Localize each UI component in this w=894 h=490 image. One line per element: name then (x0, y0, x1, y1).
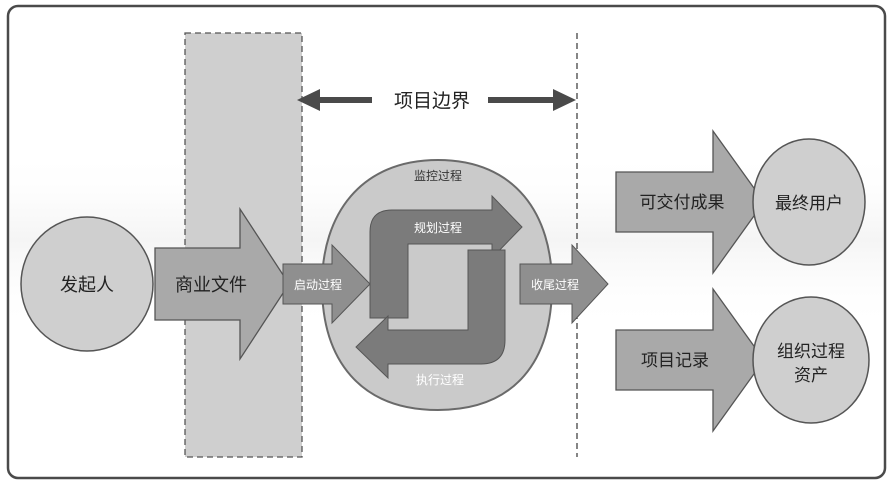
end-user-node (752, 138, 866, 266)
opa-label-line2: 资产 (794, 366, 828, 386)
end-user-label: 最终用户 (775, 194, 843, 214)
business-docs-arrow (154, 206, 290, 362)
deliverables-arrow (615, 128, 765, 276)
project-records-label: 项目记录 (641, 351, 709, 371)
closing-label: 收尾过程 (531, 277, 579, 292)
executing-label: 执行过程 (416, 372, 464, 387)
initiating-label: 启动过程 (294, 277, 342, 292)
business-docs-label: 商业文件 (175, 275, 247, 296)
opa-node (752, 296, 870, 424)
boundary-label: 项目边界 (394, 90, 470, 112)
sponsor-label: 发起人 (60, 275, 114, 296)
sponsor-node (20, 216, 154, 352)
deliverables-label: 可交付成果 (640, 193, 725, 213)
project-boundary-arrow (297, 89, 576, 111)
planning-cycle-arrow (369, 194, 523, 319)
executing-cycle-arrow (355, 249, 506, 380)
project-records-arrow (615, 286, 765, 434)
monitoring-label: 监控过程 (414, 168, 462, 183)
initiating-arrow (282, 243, 371, 325)
planning-label: 规划过程 (414, 220, 462, 235)
opa-label-line1: 组织过程 (777, 342, 845, 362)
closing-arrow (519, 243, 609, 325)
